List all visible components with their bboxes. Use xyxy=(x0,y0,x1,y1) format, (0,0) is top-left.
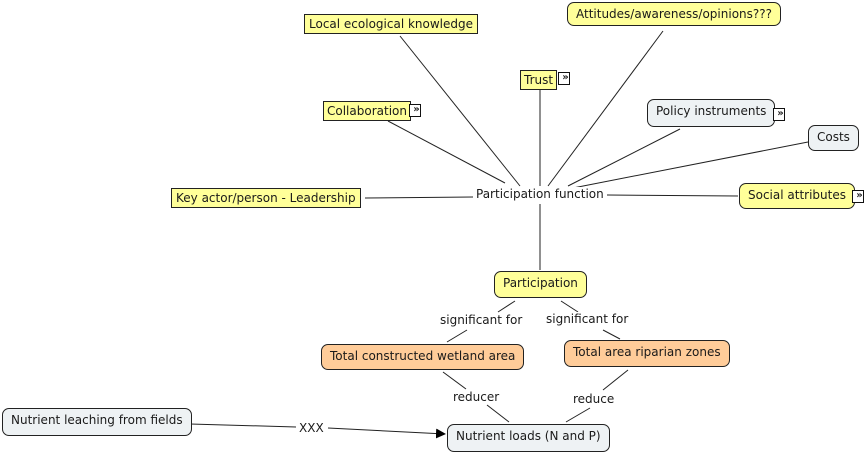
concept-participation[interactable]: Participation xyxy=(494,271,587,298)
concept-nutrient-loads[interactable]: Nutrient loads (N and P) xyxy=(447,424,610,452)
concept-collaboration[interactable]: Collaboration xyxy=(323,101,411,121)
linking-phrase-significant-for[interactable]: significant for xyxy=(438,313,525,327)
expand-icon[interactable]: » xyxy=(773,108,785,121)
expand-icon[interactable]: » xyxy=(558,72,570,85)
linking-phrase-xxx[interactable]: XXX xyxy=(297,421,326,435)
link-attitudes xyxy=(547,30,664,187)
expand-icon[interactable]: » xyxy=(852,190,864,203)
linking-phrase-participation-function[interactable]: Participation function xyxy=(474,187,606,201)
link-collab xyxy=(387,120,506,184)
concept-local-ecological-knowledge[interactable]: Local ecological knowledge xyxy=(304,14,479,34)
concept-attitudes[interactable]: Attitudes/awareness/opinions??? xyxy=(567,2,781,26)
link-reduce-b xyxy=(565,407,591,423)
concept-trust[interactable]: Trust xyxy=(520,70,558,90)
link-reducer-b xyxy=(486,404,510,423)
link-xxx-a xyxy=(189,423,297,428)
concept-nutrient-leaching[interactable]: Nutrient leaching from fields xyxy=(2,408,192,436)
link-sig-right-a xyxy=(560,300,579,313)
link-keyactor xyxy=(364,196,474,199)
concept-wetland-area[interactable]: Total constructed wetland area xyxy=(321,344,525,370)
link-xxx-b xyxy=(327,427,446,439)
link-lek xyxy=(399,35,521,187)
expand-icon[interactable]: » xyxy=(409,104,421,117)
link-policy xyxy=(567,128,681,187)
linking-phrase-reduce[interactable]: reduce xyxy=(571,392,617,406)
concept-key-actor[interactable]: Key actor/person - Leadership xyxy=(171,188,361,208)
concept-social-attributes[interactable]: Social attributes xyxy=(739,183,855,209)
link-reducer-a xyxy=(442,371,467,390)
link-sig-right-b xyxy=(602,329,621,340)
linking-phrase-reducer[interactable]: reducer xyxy=(451,390,502,404)
concept-riparian-zones[interactable]: Total area riparian zones xyxy=(564,340,730,367)
concept-policy-instruments[interactable]: Policy instruments xyxy=(647,99,776,127)
link-sig-left-b xyxy=(446,329,468,343)
link-sig-left-a xyxy=(497,300,516,313)
link-costs xyxy=(572,141,809,189)
concept-costs[interactable]: Costs xyxy=(808,125,859,151)
link-social xyxy=(606,194,739,197)
linking-phrase-significant-for[interactable]: significant for xyxy=(544,312,631,326)
link-reduce-a xyxy=(602,369,629,391)
